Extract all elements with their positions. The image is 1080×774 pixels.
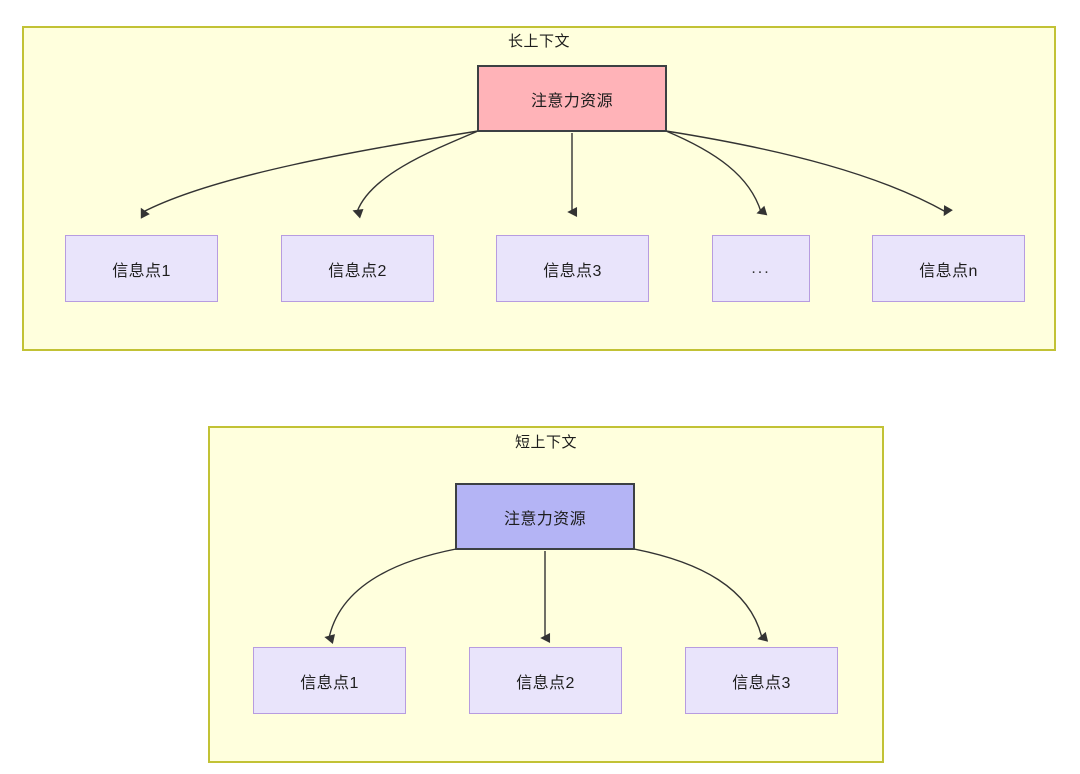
- group-long-context-title: 长上下文: [507, 33, 570, 50]
- node-info-point-n-long[interactable]: 信息点n: [872, 235, 1025, 302]
- node-info-point-1-short[interactable]: 信息点1: [253, 647, 406, 714]
- node-info-point-2-short[interactable]: 信息点2: [469, 647, 622, 714]
- node-info-point-3-long[interactable]: 信息点3: [496, 235, 649, 302]
- node-info-point-ellipsis-long[interactable]: ...: [712, 235, 810, 302]
- node-attention-resource-long[interactable]: 注意力资源: [477, 65, 667, 132]
- node-attention-resource-short[interactable]: 注意力资源: [455, 483, 635, 550]
- node-info-point-1-long[interactable]: 信息点1: [65, 235, 218, 302]
- node-info-point-2-long[interactable]: 信息点2: [281, 235, 434, 302]
- node-info-point-3-short[interactable]: 信息点3: [685, 647, 838, 714]
- group-short-context-title: 短上下文: [514, 434, 577, 451]
